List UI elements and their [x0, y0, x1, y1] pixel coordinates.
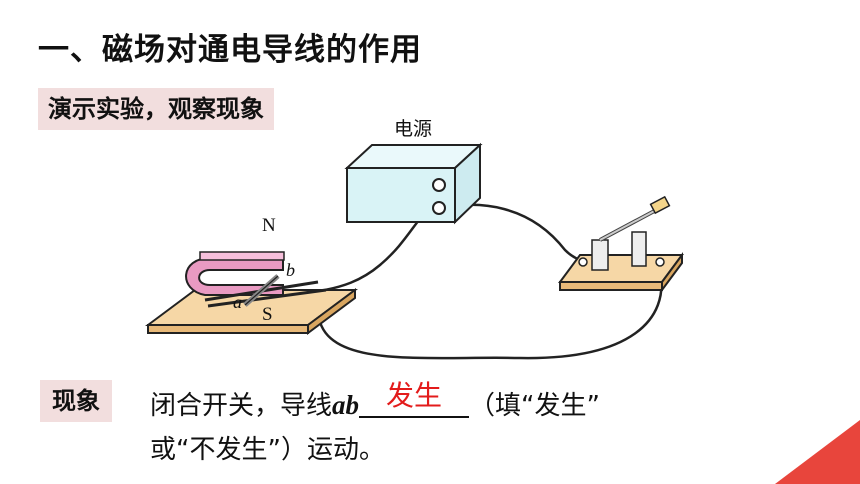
answer-blank: 发生: [359, 379, 470, 418]
sentence-prefix: 闭合开关，导线: [150, 391, 333, 421]
observation-tag: 现象: [40, 380, 112, 422]
label-south: S: [262, 304, 273, 325]
label-a: a: [233, 292, 242, 312]
observation-sentence: 闭合开关，导线ab 发生 （填“发生” 或“不发生”）运动。: [150, 379, 770, 472]
corner-decoration: [775, 420, 860, 484]
sentence-suffix: （填“发生”: [469, 391, 600, 421]
knife-switch: [558, 195, 684, 294]
demo-tag: 演示实验，观察现象: [38, 88, 274, 130]
power-label: 电源: [394, 118, 433, 140]
power-supply: [344, 142, 483, 225]
label-north: N: [262, 215, 276, 236]
label-b: b: [286, 260, 295, 280]
wire-name: ab: [332, 390, 360, 420]
wire-switch-to-rail: [316, 269, 663, 360]
sentence-line2: 或“不发生”）运动。: [150, 435, 385, 465]
page-title: 一、磁场对通电导线的作用: [38, 32, 422, 68]
answer-text: 发生: [386, 379, 443, 412]
magnet-board: [144, 251, 359, 335]
